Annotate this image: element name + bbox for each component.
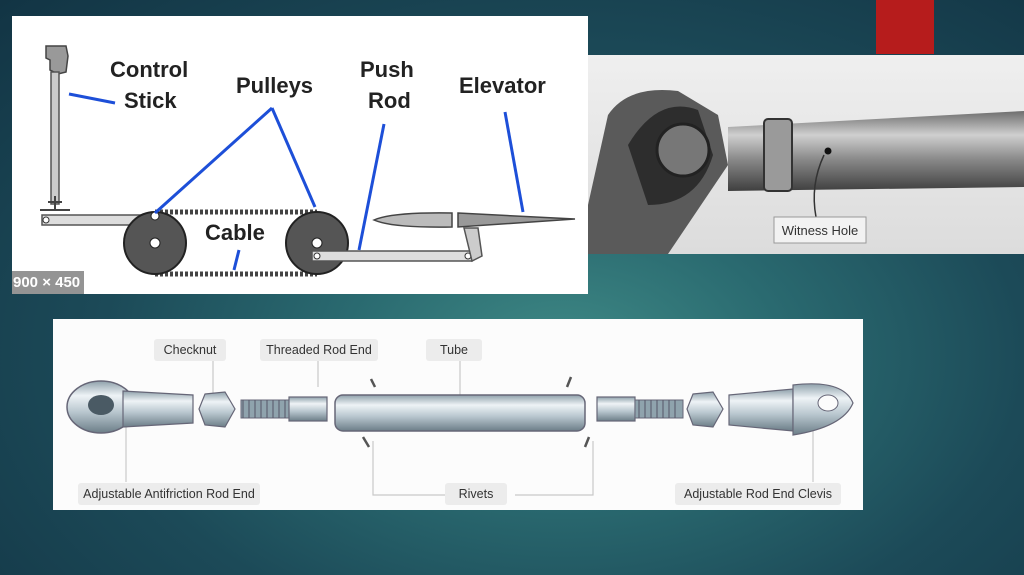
stabilizer [372, 212, 453, 228]
accent-block [876, 0, 934, 54]
label-antifriction-rod-end: Adjustable Antifriction Rod End [83, 487, 255, 501]
label-rod: Rod [368, 88, 411, 113]
label-boxes [78, 339, 841, 505]
witness-hole-label-box [773, 216, 867, 244]
push-rod-tube [728, 111, 1024, 191]
label-elevator: Elevator [459, 73, 546, 98]
threaded-rod-end-right [596, 396, 684, 422]
label-push: Push [360, 57, 414, 82]
label-control: Control [110, 57, 188, 82]
pulley-right [285, 211, 349, 275]
label-rivets: Rivets [459, 487, 494, 501]
image-size-tag: 900 × 450 [12, 271, 85, 294]
rod-end-clevis [728, 383, 854, 436]
label-threaded-rod-end: Threaded Rod End [266, 343, 372, 357]
rivets [361, 376, 591, 448]
label-tube: Tube [440, 343, 468, 357]
label-rod-end-clevis: Adjustable Rod End Clevis [684, 487, 832, 501]
callout-lines [68, 92, 525, 271]
elevator-horn [463, 227, 483, 263]
rod-end-bearing [655, 122, 711, 178]
pulley-left [123, 211, 187, 275]
label-pulleys: Pulleys [236, 73, 313, 98]
checknut [763, 118, 793, 192]
rod-end-photo-figure: Witness Hole [588, 55, 1024, 254]
push-rod-assembly-figure: Checknut Threaded Rod End Tube Adjustabl… [66, 339, 854, 505]
checknut-left [198, 391, 236, 428]
label-cable: Cable [205, 220, 265, 245]
label-witness-hole: Witness Hole [782, 223, 859, 238]
checknut-right [686, 391, 724, 428]
cable [155, 209, 317, 277]
label-checknut: Checknut [164, 343, 217, 357]
control-system-diagram: Control Stick Pulleys Push Rod Elevator … [12, 16, 588, 294]
threaded-rod-end-left [240, 396, 328, 422]
push-rod [311, 250, 473, 262]
tube [334, 394, 586, 432]
callout-connectors [125, 361, 814, 496]
control-stick [40, 45, 70, 211]
antifriction-rod-end [66, 380, 194, 434]
pivot-point [42, 216, 50, 224]
label-stick: Stick [124, 88, 177, 113]
witness-hole [824, 147, 832, 155]
elevator-surface [457, 212, 576, 228]
control-system-figure: Control Stick Pulleys Push Rod Elevator … [40, 45, 576, 277]
rod-end-photo: Witness Hole [588, 55, 1024, 254]
witness-hole-pointer [813, 154, 825, 218]
push-rod-assembly-diagram: Checknut Threaded Rod End Tube Adjustabl… [53, 319, 863, 510]
